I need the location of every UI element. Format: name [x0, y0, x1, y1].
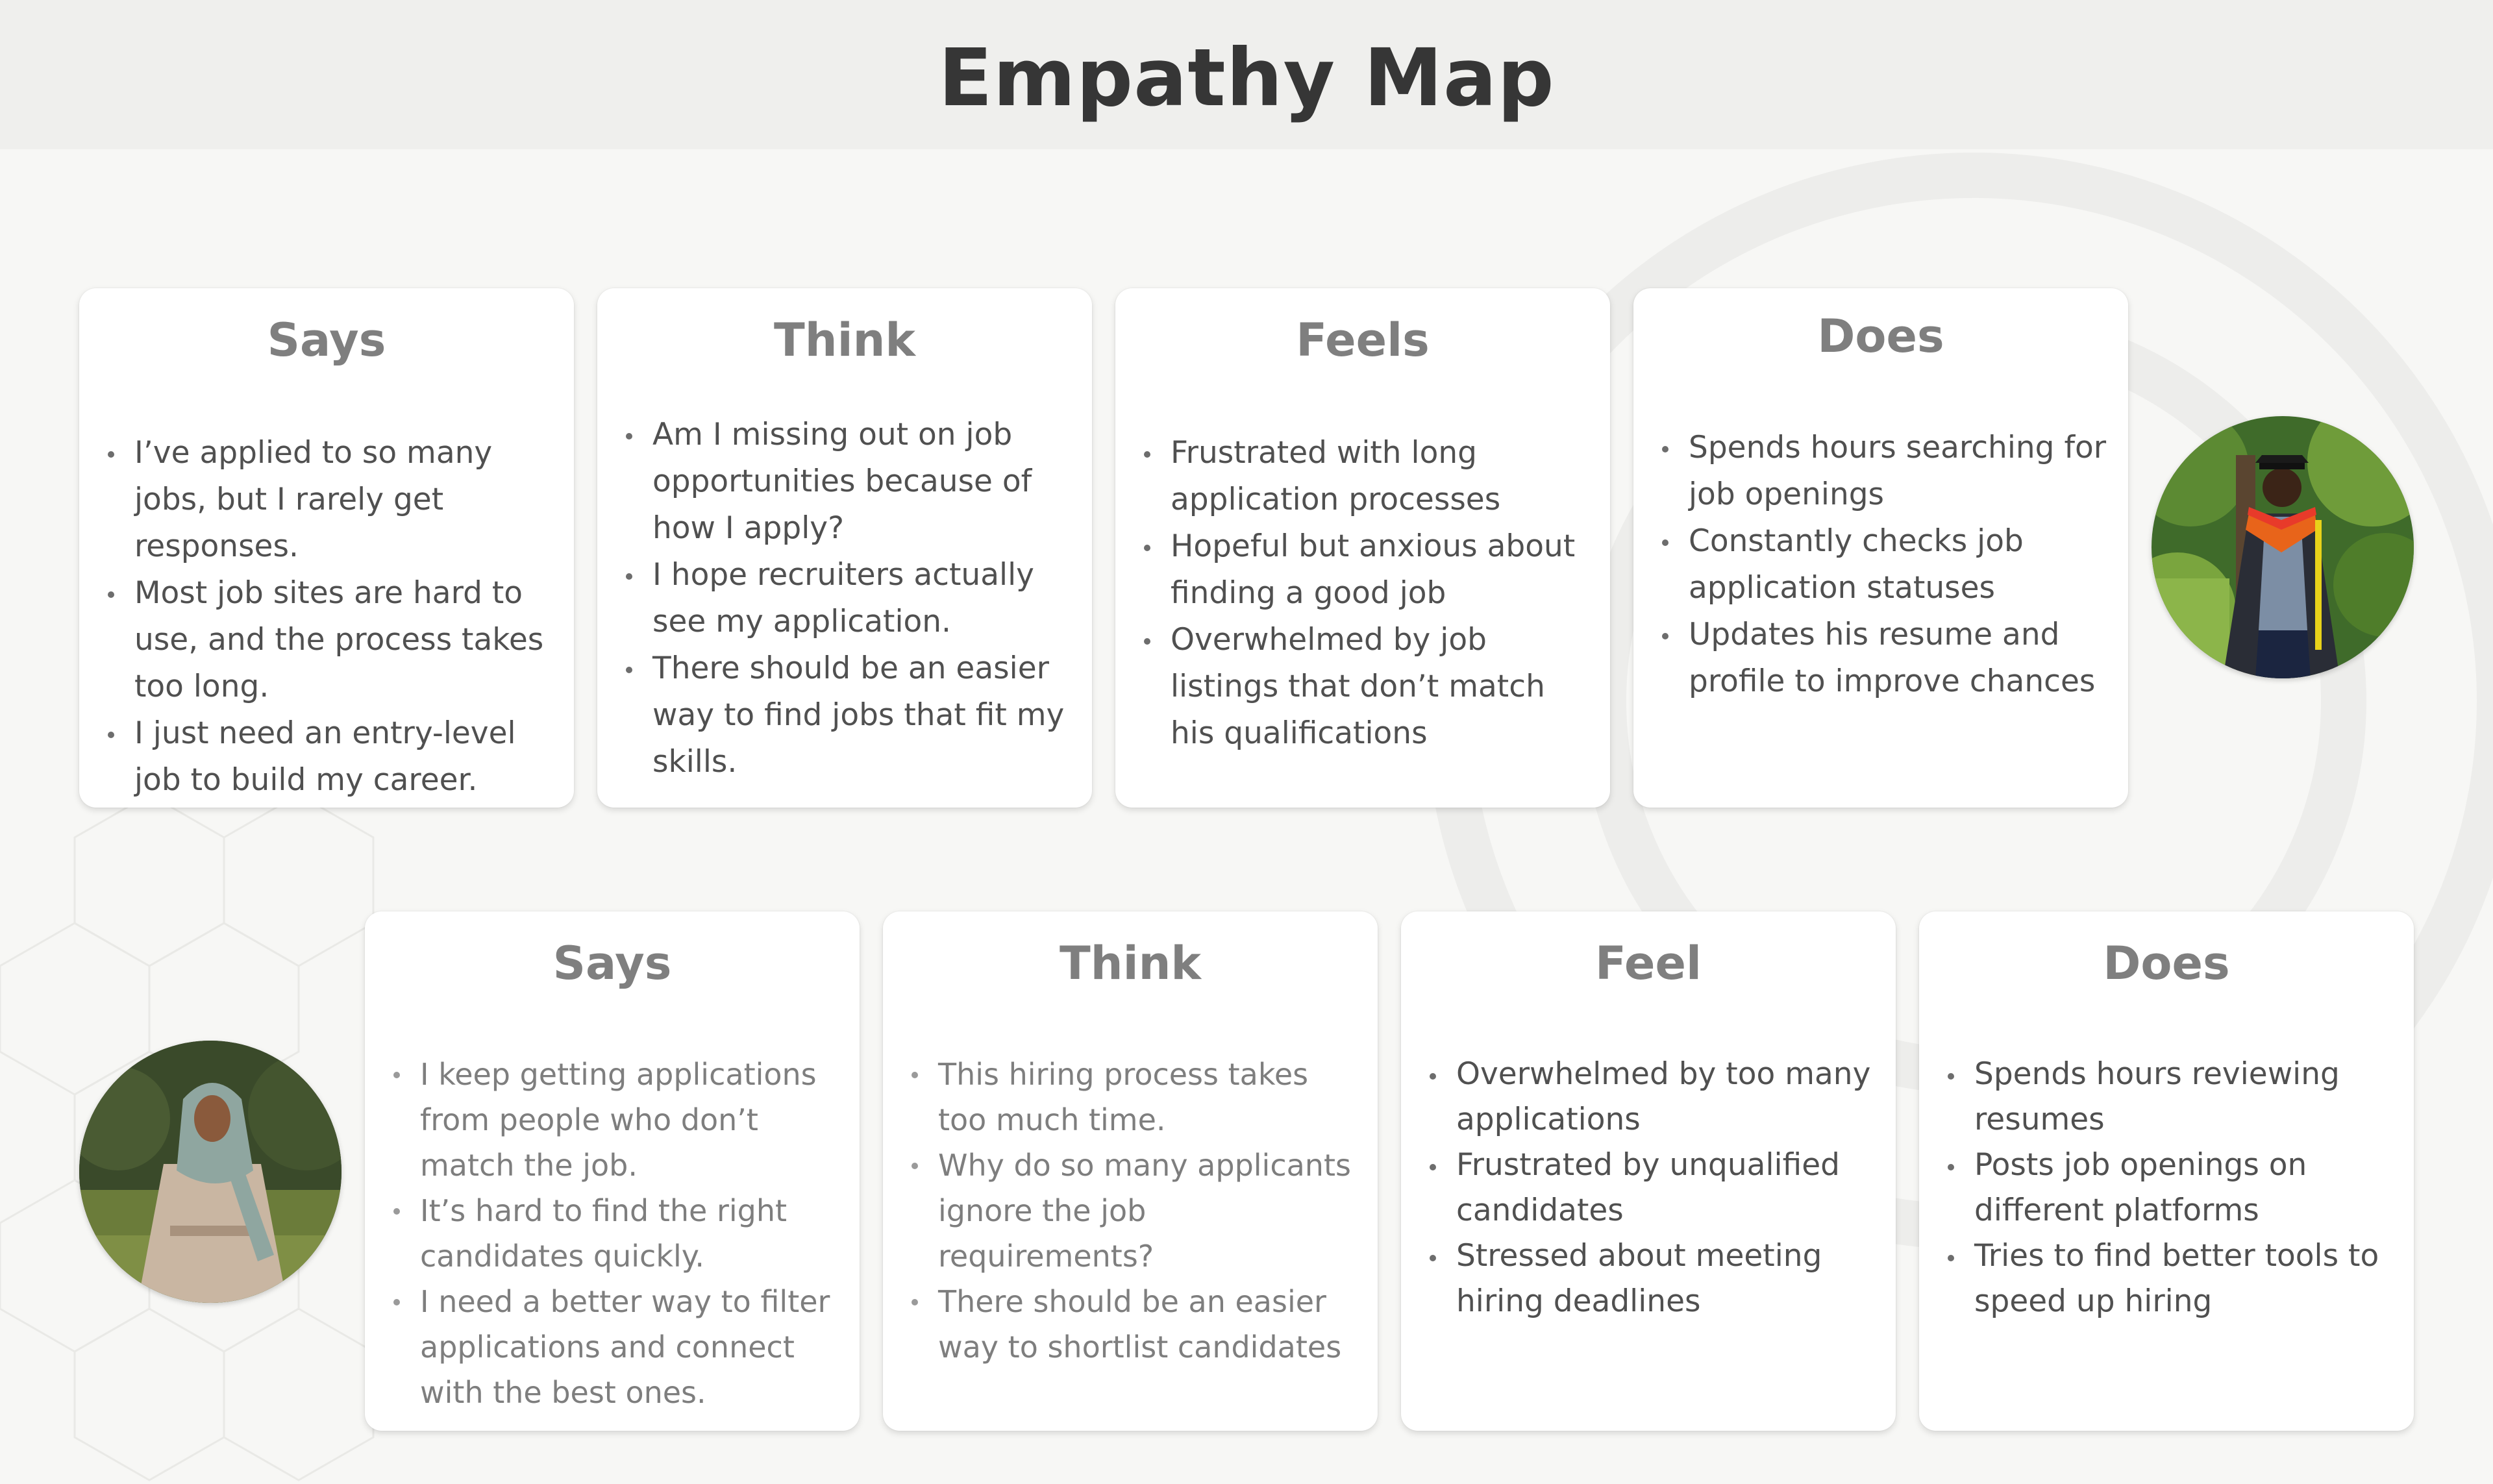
list-item: I keep getting applications from people …: [391, 1052, 848, 1188]
card-title: Does: [2103, 937, 2230, 990]
list-item: Frustrated with long application process…: [1141, 430, 1598, 523]
says-list: I keep getting applications from people …: [391, 1052, 848, 1415]
think-list: This hiring process takes too much time.…: [909, 1052, 1366, 1370]
list-item: Overwhelmed by too many applications: [1427, 1052, 1884, 1143]
list-item: Am I missing out on job opportunities be…: [623, 412, 1080, 552]
job-seeker-feels-card: Feels Frustrated with long application p…: [1115, 288, 1610, 808]
list-item: Hopeful but anxious about finding a good…: [1141, 523, 1598, 617]
card-title: Feels: [1296, 314, 1430, 367]
card-title: Does: [1817, 310, 1944, 363]
list-item: Spends hours reviewing resumes: [1945, 1052, 2402, 1143]
graduate-portrait-icon: [2152, 416, 2414, 678]
list-item: Overwhelmed by job listings that don’t m…: [1141, 617, 1598, 757]
recruiter-portrait-icon: [79, 1041, 341, 1303]
card-title: Think: [774, 314, 915, 367]
feel-list: Overwhelmed by too many applications Fru…: [1427, 1052, 1884, 1324]
recruiter-avatar: [79, 1041, 341, 1303]
header-bar: Empathy Map: [0, 0, 2493, 149]
does-list: Spends hours searching for job openings …: [1659, 425, 2116, 705]
recruiter-says-card: Says I keep getting applications from pe…: [365, 911, 860, 1431]
does-list: Spends hours reviewing resumes Posts job…: [1945, 1052, 2402, 1324]
list-item: I just need an entry-level job to build …: [105, 710, 562, 804]
card-title: Feel: [1595, 937, 1702, 990]
list-item: This hiring process takes too much time.: [909, 1052, 1366, 1143]
list-item: Updates his resume and profile to improv…: [1659, 612, 2116, 705]
job-seeker-avatar: [2152, 416, 2414, 678]
job-seeker-think-card: Think Am I missing out on job opportunit…: [597, 288, 1092, 808]
says-list: I’ve applied to so many jobs, but I rare…: [105, 430, 562, 804]
page-title: Empathy Map: [938, 32, 1555, 124]
list-item: Frustrated by unqualified candidates: [1427, 1143, 1884, 1233]
list-item: Posts job openings on different platform…: [1945, 1143, 2402, 1233]
list-item: It’s hard to find the right candidates q…: [391, 1188, 848, 1279]
list-item: Why do so many applicants ignore the job…: [909, 1143, 1366, 1279]
feels-list: Frustrated with long application process…: [1141, 430, 1598, 757]
list-item: Spends hours searching for job openings: [1659, 425, 2116, 518]
job-seeker-says-card: Says I’ve applied to so many jobs, but I…: [79, 288, 574, 808]
list-item: Stressed about meeting hiring deadlines: [1427, 1233, 1884, 1324]
list-item: I hope recruiters actually see my applic…: [623, 552, 1080, 645]
recruiter-feel-card: Feel Overwhelmed by too many application…: [1401, 911, 1896, 1431]
recruiter-think-card: Think This hiring process takes too much…: [883, 911, 1378, 1431]
list-item: Most job sites are hard to use, and the …: [105, 570, 562, 710]
list-item: I need a better way to filter applicatio…: [391, 1279, 848, 1415]
list-item: I’ve applied to so many jobs, but I rare…: [105, 430, 562, 570]
recruiter-does-card: Does Spends hours reviewing resumes Post…: [1919, 911, 2414, 1431]
job-seeker-does-card: Does Spends hours searching for job open…: [1633, 288, 2128, 808]
card-title: Think: [1060, 937, 1201, 990]
card-title: Says: [552, 937, 672, 990]
list-item: There should be an easier way to shortli…: [909, 1279, 1366, 1370]
list-item: Tries to find better tools to speed up h…: [1945, 1233, 2402, 1324]
list-item: Constantly checks job application status…: [1659, 518, 2116, 612]
think-list: Am I missing out on job opportunities be…: [623, 412, 1080, 785]
list-item: There should be an easier way to find jo…: [623, 645, 1080, 785]
card-title: Says: [267, 314, 386, 367]
